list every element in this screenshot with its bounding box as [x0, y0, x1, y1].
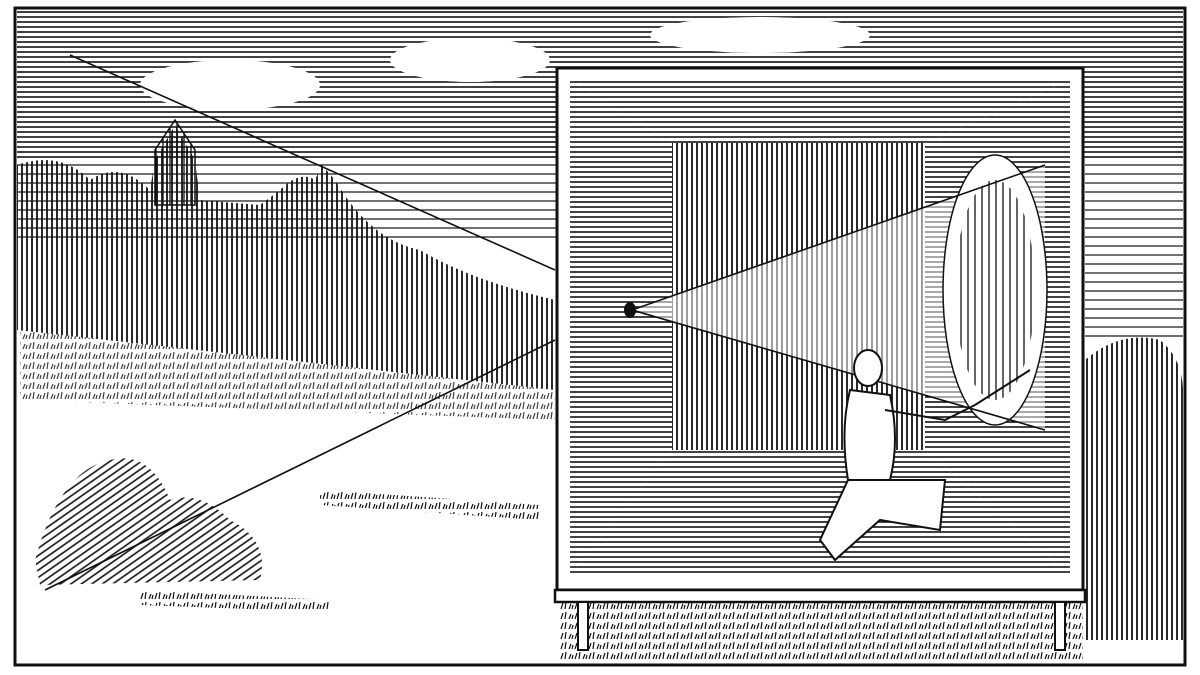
pinhole-lens	[624, 302, 636, 318]
table-top	[553, 588, 1087, 604]
kneeling-figure	[818, 349, 1031, 562]
table-leg-right	[1054, 601, 1066, 651]
left-wall	[570, 80, 672, 575]
right-tree	[1085, 337, 1184, 640]
foreground-grass	[560, 600, 1083, 660]
sky-right	[1085, 160, 1183, 340]
projection-cone	[632, 165, 1045, 430]
ground-strokes	[320, 490, 540, 520]
inner-ray-lower	[631, 309, 1046, 431]
meadow-strokes	[20, 330, 555, 420]
cloud	[390, 38, 550, 82]
projected-image-detail	[955, 180, 1035, 400]
ceiling	[570, 80, 1070, 143]
cloud	[650, 17, 870, 53]
cloud	[140, 60, 320, 110]
light-ray-lower	[44, 339, 556, 591]
bush	[35, 458, 262, 585]
table-leg-left	[577, 601, 589, 651]
ground-strokes	[140, 590, 330, 612]
tree-line	[17, 125, 555, 390]
camera-obscura-box	[555, 66, 1085, 592]
light-ray-upper	[69, 54, 556, 271]
inner-ray-upper	[631, 164, 1046, 311]
church-tower	[154, 118, 196, 206]
